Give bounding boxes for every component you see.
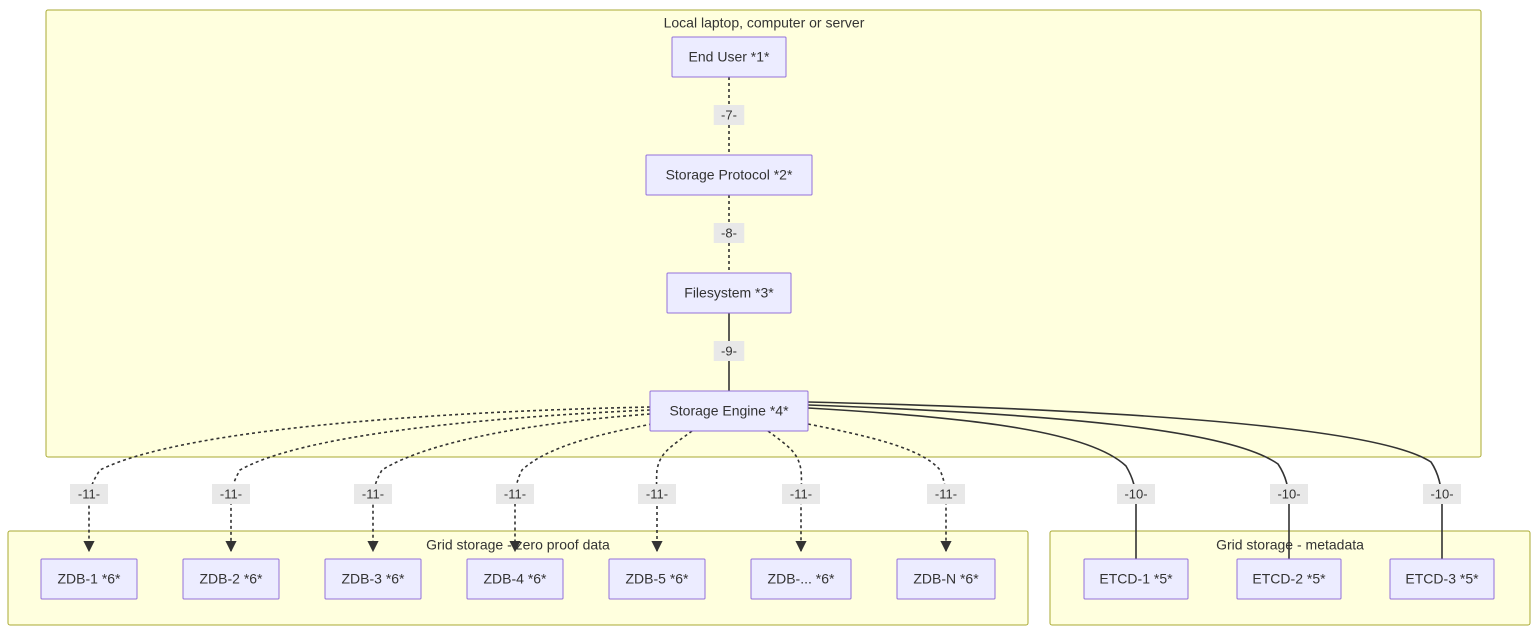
edge-label-e-9: -9- — [713, 341, 745, 361]
node-zdb-dots[interactable]: ZDB-... *6* — [750, 558, 852, 600]
edge-e-11-4 — [509, 423, 653, 553]
edge-label-e-11-5: -11- — [638, 484, 676, 504]
node-etcd-3[interactable]: ETCD-3 *5* — [1389, 558, 1495, 600]
edge-label-text: -10- — [1124, 486, 1147, 501]
edge-e-11-3 — [367, 413, 651, 553]
node-box[interactable] — [1083, 558, 1189, 600]
node-zdb-5[interactable]: ZDB-5 *6* — [608, 558, 706, 600]
node-zdb-2[interactable]: ZDB-2 *6* — [182, 558, 280, 600]
edge-label-background — [1117, 484, 1155, 504]
edge-label-e-10-2: -10- — [1270, 484, 1308, 504]
node-label: ZDB-N *6* — [913, 571, 979, 587]
node-label: Filesystem *3* — [684, 285, 774, 301]
node-box[interactable] — [324, 558, 422, 600]
node-label: End User *1* — [689, 49, 770, 65]
node-box[interactable] — [466, 558, 564, 600]
node-zdb-3[interactable]: ZDB-3 *6* — [324, 558, 422, 600]
edge-label-text: -11- — [504, 486, 526, 501]
node-group: End User *1* Storage Protocol *2* Filesyst… — [40, 36, 1495, 600]
node-zdb-4[interactable]: ZDB-4 *6* — [466, 558, 564, 600]
node-storage-protocol[interactable]: Storage Protocol *2* — [645, 154, 813, 196]
cluster-label: Local laptop, computer or server — [664, 15, 865, 31]
edge-label-text: -11- — [646, 486, 668, 501]
node-box[interactable] — [671, 36, 787, 78]
edge-label-text: -11- — [78, 486, 100, 501]
node-box[interactable] — [750, 558, 852, 600]
edge-e-11-5 — [651, 430, 693, 553]
cluster-label: Grid storage - zero proof data — [426, 537, 610, 553]
node-label: ZDB-2 *6* — [199, 571, 263, 587]
edge-label-background — [1270, 484, 1308, 504]
edge-e-10-2 — [807, 404, 1290, 559]
node-box[interactable] — [896, 558, 996, 600]
node-box[interactable] — [608, 558, 706, 600]
node-end-user[interactable]: End User *1* — [671, 36, 787, 78]
node-label: ZDB-3 *6* — [341, 571, 405, 587]
node-zdb-1[interactable]: ZDB-1 *6* — [40, 558, 138, 600]
edge-label-background — [713, 341, 745, 361]
edge-label-e-7: -7- — [713, 105, 745, 125]
edge-label-background — [1423, 484, 1461, 504]
node-box[interactable] — [1236, 558, 1342, 600]
node-label: ZDB-5 *6* — [625, 571, 689, 587]
node-box[interactable] — [645, 154, 813, 196]
node-label: Storage Engine *4* — [669, 403, 789, 419]
node-etcd-1[interactable]: ETCD-1 *5* — [1083, 558, 1189, 600]
edge-label-text: -11- — [362, 486, 384, 501]
edge-label-text: -7- — [721, 107, 737, 122]
edge-label-background — [70, 484, 108, 504]
node-label: ZDB-1 *6* — [57, 571, 121, 587]
edge-label-background — [638, 484, 676, 504]
edge-label-e-11-4: -11- — [496, 484, 534, 504]
edge-label-group: -7- -8- -9- -11- -11- -11- -11- -11- -11- -11- -10… — [70, 105, 1461, 504]
edge-label-e-11-3: -11- — [354, 484, 392, 504]
edge-label-text: -10- — [1277, 486, 1300, 501]
node-label: Storage Protocol *2* — [666, 167, 793, 183]
edge-label-background — [212, 484, 250, 504]
edge-label-e-10-3: -10- — [1423, 484, 1461, 504]
edge-label-e-11-7: -11- — [927, 484, 965, 504]
edge-label-background — [782, 484, 820, 504]
node-label: ZDB-4 *6* — [483, 571, 547, 587]
edge-label-e-11-6: -11- — [782, 484, 820, 504]
edge-label-text: -11- — [935, 486, 957, 501]
edge-label-background — [713, 223, 745, 243]
edge-label-e-11-2: -11- — [212, 484, 250, 504]
edge-label-background — [713, 105, 745, 125]
edge-label-background — [927, 484, 965, 504]
edge-label-text: -10- — [1430, 486, 1453, 501]
edge-label-text: -11- — [220, 486, 242, 501]
cluster-label: Grid storage - metadata — [1216, 537, 1364, 553]
node-etcd-2[interactable]: ETCD-2 *5* — [1236, 558, 1342, 600]
node-box[interactable] — [649, 390, 809, 432]
edge-label-e-11-1: -11- — [70, 484, 108, 504]
node-box[interactable] — [666, 272, 792, 314]
edge-label-background — [354, 484, 392, 504]
node-storage-engine[interactable]: Storage Engine *4* — [649, 390, 809, 432]
cluster-local: Local laptop, computer or server — [45, 9, 1482, 458]
edge-e-11-7 — [807, 423, 952, 553]
node-box[interactable] — [40, 558, 138, 600]
node-label: ETCD-2 *5* — [1252, 571, 1326, 587]
edge-label-e-8: -8- — [713, 223, 745, 243]
node-filesystem[interactable]: Filesystem *3* — [666, 272, 792, 314]
edge-label-background — [496, 484, 534, 504]
node-box[interactable] — [1389, 558, 1495, 600]
edge-label-text: -8- — [721, 225, 737, 240]
edge-label-e-10-1: -10- — [1117, 484, 1155, 504]
node-label: ZDB-... *6* — [768, 571, 835, 587]
edge-e-10-3 — [807, 401, 1443, 559]
node-box[interactable] — [182, 558, 280, 600]
edge-label-text: -9- — [721, 343, 737, 358]
cluster-box — [45, 9, 1482, 458]
node-zdb-n[interactable]: ZDB-N *6* — [896, 558, 996, 600]
node-label: ETCD-3 *5* — [1405, 571, 1479, 587]
node-label: ETCD-1 *5* — [1099, 571, 1173, 587]
edge-label-text: -11- — [790, 486, 812, 501]
